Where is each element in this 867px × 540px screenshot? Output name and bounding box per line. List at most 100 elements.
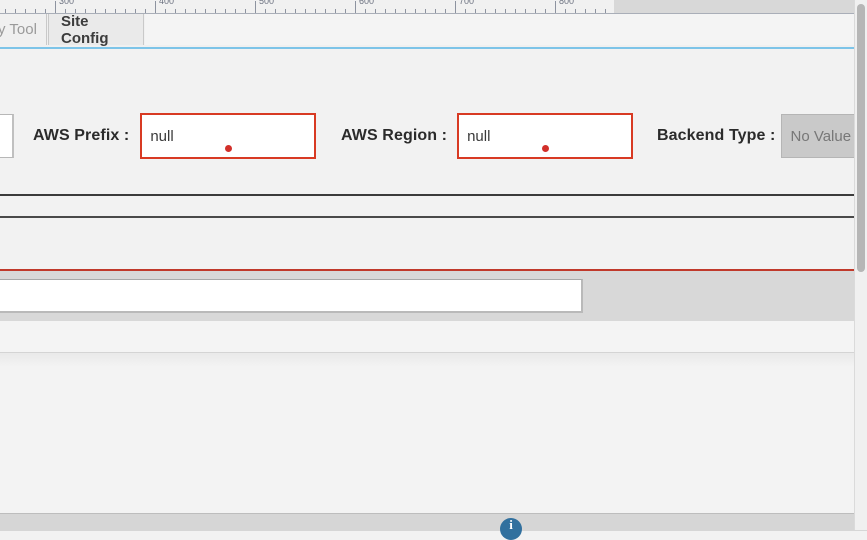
ruler-minor-tick bbox=[305, 9, 306, 13]
ruler-minor-tick bbox=[585, 9, 586, 13]
ruler-minor-tick bbox=[225, 9, 226, 13]
ruler-minor-tick bbox=[265, 9, 266, 13]
lower-panel bbox=[0, 321, 855, 353]
ruler-label: 500 bbox=[259, 0, 275, 6]
ruler-minor-tick bbox=[395, 9, 396, 13]
ruler-minor-tick bbox=[145, 9, 146, 13]
ruler-major-tick bbox=[55, 1, 56, 13]
middle-separator-strip bbox=[0, 196, 855, 218]
backend-type-select[interactable]: No Value bbox=[781, 114, 866, 158]
ruler-minor-tick bbox=[515, 9, 516, 13]
ruler-minor-tick bbox=[405, 9, 406, 13]
horizontal-ruler: 300 400 500 600 700 800 bbox=[0, 0, 614, 14]
aws-region-input[interactable] bbox=[457, 113, 634, 159]
aws-prefix-input[interactable] bbox=[140, 113, 317, 159]
info-icon-glyph: i bbox=[509, 517, 513, 532]
ruler-minor-tick bbox=[275, 9, 276, 13]
tab-site-config-label: Site Config bbox=[61, 12, 109, 47]
ruler-minor-tick bbox=[475, 9, 476, 13]
ruler-minor-tick bbox=[85, 9, 86, 13]
ruler-minor-tick bbox=[25, 9, 26, 13]
backend-type-label: Backend Type : bbox=[657, 127, 776, 144]
ruler-minor-tick bbox=[285, 9, 286, 13]
vertical-scrollbar-thumb[interactable] bbox=[857, 4, 865, 272]
ruler-minor-tick bbox=[565, 9, 566, 13]
tab-bar-empty-space bbox=[145, 14, 867, 45]
ruler-minor-tick bbox=[545, 9, 546, 13]
ruler-minor-tick bbox=[435, 9, 436, 13]
ruler-minor-tick bbox=[185, 9, 186, 13]
ruler-label: 600 bbox=[359, 0, 375, 6]
ruler-minor-tick bbox=[165, 9, 166, 13]
ruler-major-tick bbox=[455, 1, 456, 13]
ruler-minor-tick bbox=[425, 9, 426, 13]
ruler-major-tick bbox=[355, 1, 356, 13]
ruler-minor-tick bbox=[295, 9, 296, 13]
form-field-row: AWS Prefix : AWS Region : Backend Type : bbox=[0, 112, 866, 160]
field-aws-region: AWS Region : bbox=[341, 112, 634, 160]
clipped-left-input[interactable] bbox=[0, 114, 14, 158]
ruler-minor-tick bbox=[135, 9, 136, 13]
ruler-minor-tick bbox=[65, 9, 66, 13]
tab-bar: y Tool Site Config bbox=[0, 12, 867, 49]
ruler-minor-tick bbox=[445, 9, 446, 13]
tab-strip: y Tool Site Config bbox=[0, 12, 867, 47]
page-background bbox=[0, 353, 867, 513]
aws-prefix-input-wrapper bbox=[140, 113, 317, 159]
ruler-minor-tick bbox=[205, 9, 206, 13]
footer-bar bbox=[0, 513, 867, 531]
ruler-inactive-region bbox=[614, 0, 867, 14]
ruler-minor-tick bbox=[15, 9, 16, 13]
ruler-minor-tick bbox=[485, 9, 486, 13]
tab-query-tool[interactable]: y Tool bbox=[0, 14, 47, 45]
site-config-form-panel: AWS Prefix : AWS Region : Backend Type : bbox=[0, 49, 866, 196]
ruler-minor-tick bbox=[105, 9, 106, 13]
ruler-minor-tick bbox=[385, 9, 386, 13]
aws-region-error-dot bbox=[542, 145, 550, 152]
ruler-major-tick bbox=[255, 1, 256, 13]
ruler-minor-tick bbox=[175, 9, 176, 13]
ruler-minor-tick bbox=[575, 9, 576, 13]
ruler-minor-tick bbox=[375, 9, 376, 13]
input-band bbox=[0, 271, 855, 321]
ruler-major-tick bbox=[555, 1, 556, 13]
tab-query-tool-label: y Tool bbox=[0, 21, 37, 38]
ruler-minor-tick bbox=[45, 9, 46, 13]
ruler-minor-tick bbox=[335, 9, 336, 13]
field-backend-type: Backend Type : No Value bbox=[657, 112, 866, 160]
ruler-minor-tick bbox=[595, 9, 596, 13]
ruler-label: 800 bbox=[559, 0, 575, 6]
aws-prefix-error-dot bbox=[225, 145, 233, 152]
ruler-minor-tick bbox=[505, 9, 506, 13]
ruler-minor-tick bbox=[235, 9, 236, 13]
ruler-major-tick bbox=[155, 1, 156, 13]
ruler-minor-tick bbox=[115, 9, 116, 13]
ruler-minor-tick bbox=[325, 9, 326, 13]
ruler-minor-tick bbox=[525, 9, 526, 13]
backend-type-value: No Value bbox=[790, 127, 852, 145]
tab-site-config[interactable]: Site Config bbox=[48, 12, 144, 47]
ruler-minor-tick bbox=[245, 9, 246, 13]
ruler-minor-tick bbox=[345, 9, 346, 13]
ruler-minor-tick bbox=[415, 9, 416, 13]
ruler-minor-tick bbox=[605, 9, 606, 13]
field-aws-prefix: AWS Prefix : bbox=[33, 112, 317, 160]
ruler-minor-tick bbox=[35, 9, 36, 13]
aws-prefix-label: AWS Prefix : bbox=[33, 127, 130, 144]
ruler-label: 300 bbox=[59, 0, 75, 6]
ruler-minor-tick bbox=[75, 9, 76, 13]
ruler-minor-tick bbox=[315, 9, 316, 13]
ruler-minor-tick bbox=[495, 9, 496, 13]
ruler-minor-tick bbox=[5, 9, 6, 13]
ruler-minor-tick bbox=[465, 9, 466, 13]
ruler-minor-tick bbox=[195, 9, 196, 13]
red-divider-rule bbox=[0, 269, 855, 271]
ruler-minor-tick bbox=[215, 9, 216, 13]
vertical-scrollbar[interactable] bbox=[854, 0, 867, 530]
ruler-label: 400 bbox=[159, 0, 175, 6]
band-text-input[interactable] bbox=[0, 279, 583, 313]
empty-content-area bbox=[0, 218, 855, 270]
ruler-label: 700 bbox=[459, 0, 475, 6]
info-icon[interactable]: i bbox=[500, 518, 522, 540]
